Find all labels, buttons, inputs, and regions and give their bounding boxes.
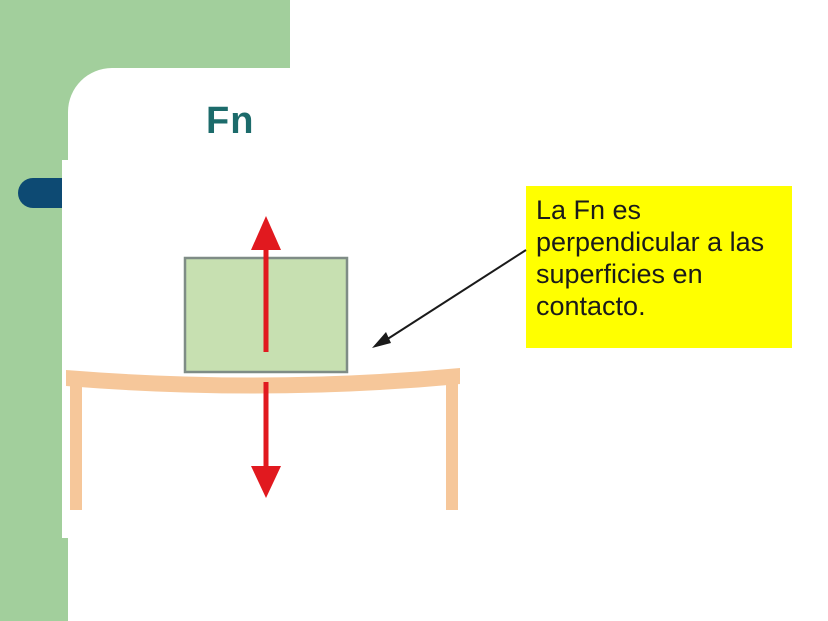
force-diagram-svg — [66, 216, 460, 510]
force-diagram — [62, 160, 502, 538]
table-leg-left — [70, 382, 82, 510]
slide-title: Fn — [206, 100, 255, 142]
callout-box: La Fn es perpendicular a las superficies… — [526, 186, 792, 348]
arrow-up-icon — [251, 216, 281, 352]
arrow-down-icon — [251, 382, 281, 498]
table-leg-right — [446, 380, 458, 510]
table-top — [66, 368, 460, 394]
callout-text: La Fn es perpendicular a las superficies… — [536, 195, 765, 321]
